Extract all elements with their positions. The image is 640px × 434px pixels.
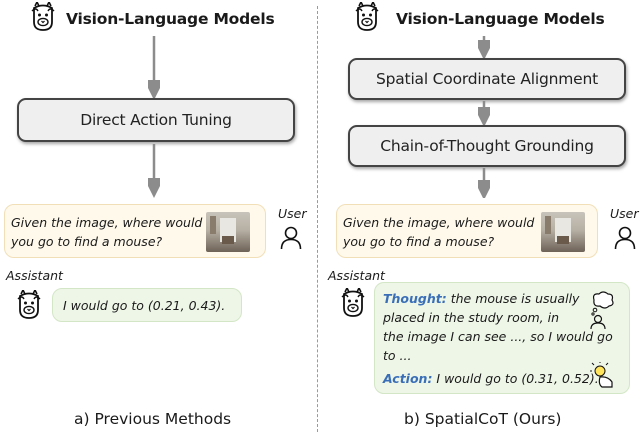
llama-icon <box>31 2 55 31</box>
right-arrow-3 <box>478 168 490 198</box>
right-question-line-2: you go to find a mouse? <box>343 234 495 249</box>
left-answer-text: I would go to (0.21, 0.43). <box>63 298 226 313</box>
room-image <box>541 212 585 252</box>
user-icon <box>614 226 636 250</box>
left-answer-bubble: I would go to (0.21, 0.43). <box>52 288 242 322</box>
thought-line-3: the image I can see ..., so I would go <box>383 329 613 344</box>
right-stage1-box: Spatial Coordinate Alignment <box>348 58 626 100</box>
thought-label: Thought: <box>383 291 447 306</box>
left-stage-label: Direct Action Tuning <box>80 111 232 129</box>
lightbulb-icon <box>590 362 613 388</box>
thought-text-1: the mouse is usually <box>446 291 580 306</box>
llama-icon <box>355 2 379 31</box>
thought-line-1: Thought: the mouse is usually <box>383 289 579 308</box>
right-header: Vision-Language Models <box>396 10 605 28</box>
right-assistant-label: Assistant <box>328 268 385 283</box>
action-label: Action: <box>383 371 433 386</box>
left-question-line-1: Given the image, where would <box>11 215 203 230</box>
right-user-label: User <box>610 206 639 221</box>
right-question-bubble: Given the image, where would you go to f… <box>336 204 598 258</box>
left-question-bubble: Given the image, where would you go to f… <box>4 204 266 258</box>
thinking-icon <box>590 291 614 330</box>
right-arrow-1 <box>478 36 490 58</box>
thought-line-2: placed in the study room, in <box>383 310 559 325</box>
llama-icon <box>341 288 365 317</box>
room-image <box>206 212 250 252</box>
llama-icon <box>17 290 41 319</box>
left-stage-box: Direct Action Tuning <box>17 98 295 142</box>
left-arrow-2 <box>148 144 160 198</box>
left-caption: a) Previous Methods <box>74 410 232 428</box>
right-question-line-1: Given the image, where would <box>343 215 535 230</box>
thought-line-4: to ... <box>383 348 412 363</box>
left-user-label: User <box>278 206 307 221</box>
right-answer-bubble: Thought: the mouse is usually placed in … <box>374 282 630 394</box>
left-header: Vision-Language Models <box>66 10 275 28</box>
left-question-line-2: you go to find a mouse? <box>11 234 163 249</box>
right-arrow-2 <box>478 101 490 125</box>
right-caption: b) SpatialCoT (Ours) <box>404 410 562 428</box>
action-line: Action: I would go to (0.31, 0.52). <box>383 369 599 388</box>
right-stage2-label: Chain-of-Thought Grounding <box>380 137 594 155</box>
panel-divider <box>317 6 318 432</box>
right-stage1-label: Spatial Coordinate Alignment <box>375 70 598 88</box>
left-assistant-label: Assistant <box>6 268 63 283</box>
action-text: I would go to (0.31, 0.52). <box>432 371 599 386</box>
right-stage2-box: Chain-of-Thought Grounding <box>348 125 626 167</box>
user-icon <box>280 226 302 250</box>
left-arrow-1 <box>148 36 160 98</box>
